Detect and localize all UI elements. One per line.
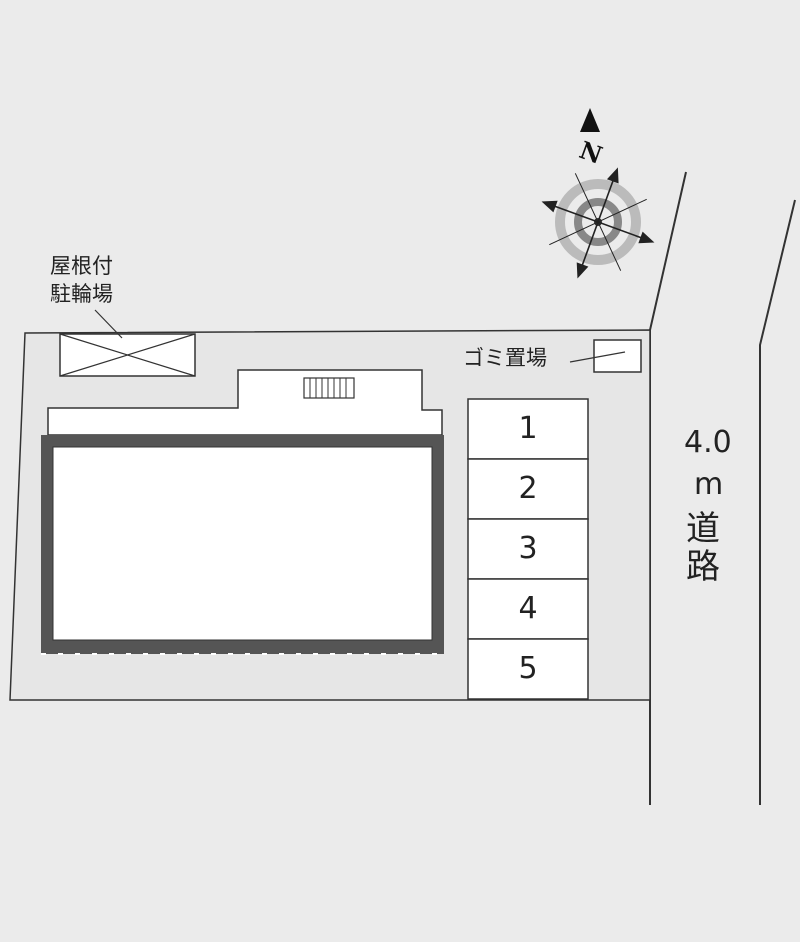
parking-slot (467, 398, 589, 460)
parking-slot (467, 458, 589, 520)
road-width-label: 4.0 (684, 425, 732, 460)
road-name-label: 道路 (686, 509, 720, 587)
stairs-icon (303, 377, 355, 399)
compass-rose-icon (541, 108, 655, 279)
trash-area-label: ゴミ置場 (463, 346, 547, 370)
main-building (41, 435, 444, 655)
parking-slot-number: 5 (518, 651, 538, 686)
parking-area (467, 398, 589, 700)
bicycle-parking (59, 309, 196, 377)
north-arrow-icon (580, 108, 600, 132)
parking-slot-number: 1 (518, 411, 538, 446)
parking-slot-number: 3 (518, 531, 538, 566)
trash-area (569, 339, 642, 373)
parking-slot-number: 2 (518, 471, 538, 506)
parking-slot (467, 578, 589, 640)
parking-slot-number: 4 (518, 591, 538, 626)
road-unit-label: m (694, 467, 724, 502)
parking-slot (467, 638, 589, 700)
parking-slot (467, 518, 589, 580)
bicycle-parking-label: 屋根付 駐輪場 (50, 254, 113, 306)
